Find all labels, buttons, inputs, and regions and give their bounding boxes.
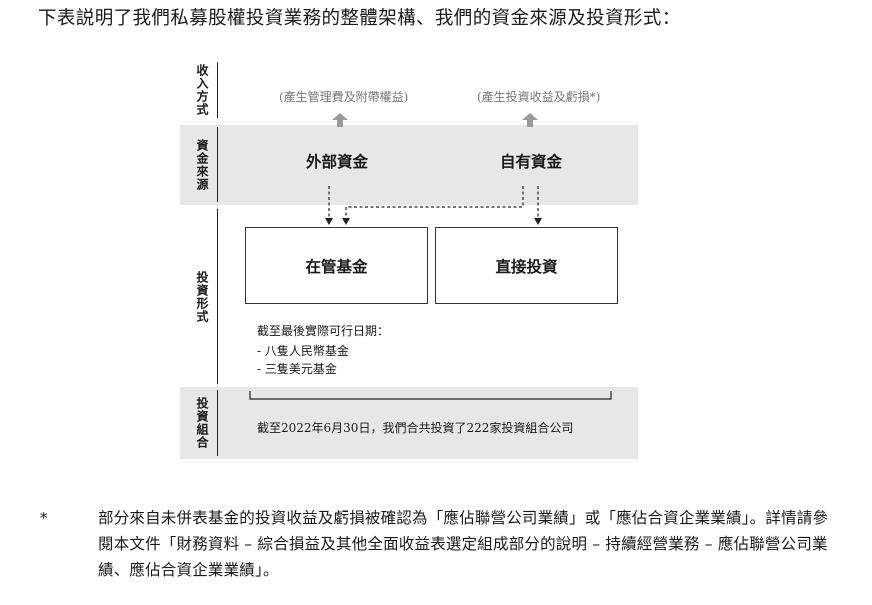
up-arrow-icon — [522, 113, 538, 127]
funds-note-item: - 八隻人民幣基金 — [257, 344, 349, 358]
source-band — [180, 125, 638, 205]
income-note-investment: (產生投資收益及虧損*) — [477, 90, 601, 104]
income-note-management: (產生管理費及附帶權益) — [279, 90, 409, 104]
form-divider — [217, 209, 219, 384]
footnote-text: 部分來自未併表基金的投資收益及虧損被確認為「應佔聯營公司業績」或「應佔合資企業業… — [98, 509, 829, 579]
funds-note-item: - 三隻美元基金 — [257, 362, 337, 376]
dashed-connectors — [325, 186, 542, 225]
row-label-income: 收入方式 — [195, 64, 209, 116]
source-divider — [217, 127, 219, 202]
portfolio-bracket — [249, 391, 612, 400]
portfolio-summary: 截至2022年6月30日，我們合共投資了222家投資組合公司 — [257, 421, 574, 435]
row-label-source: 資金來源 — [195, 138, 209, 191]
managed-funds-box: 在管基金 — [245, 227, 428, 304]
row-label-form: 投資形式 — [195, 270, 209, 323]
row-label-portfolio: 投資組合 — [195, 397, 209, 449]
intro-text: 下表説明了我們私募股權投資業務的整體架構、我們的資金來源及投資形式： — [38, 8, 681, 29]
portfolio-divider — [217, 390, 219, 456]
funds-note-heading: 截至最後實際可行日期： — [257, 324, 390, 338]
source-external-funds: 外部資金 — [306, 153, 369, 171]
direct-investment-box: 直接投資 — [435, 227, 618, 304]
income-divider — [217, 62, 219, 118]
footnote-marker: * — [40, 509, 48, 527]
source-own-funds: 自有資金 — [500, 153, 563, 171]
up-arrow-icon — [332, 113, 348, 127]
